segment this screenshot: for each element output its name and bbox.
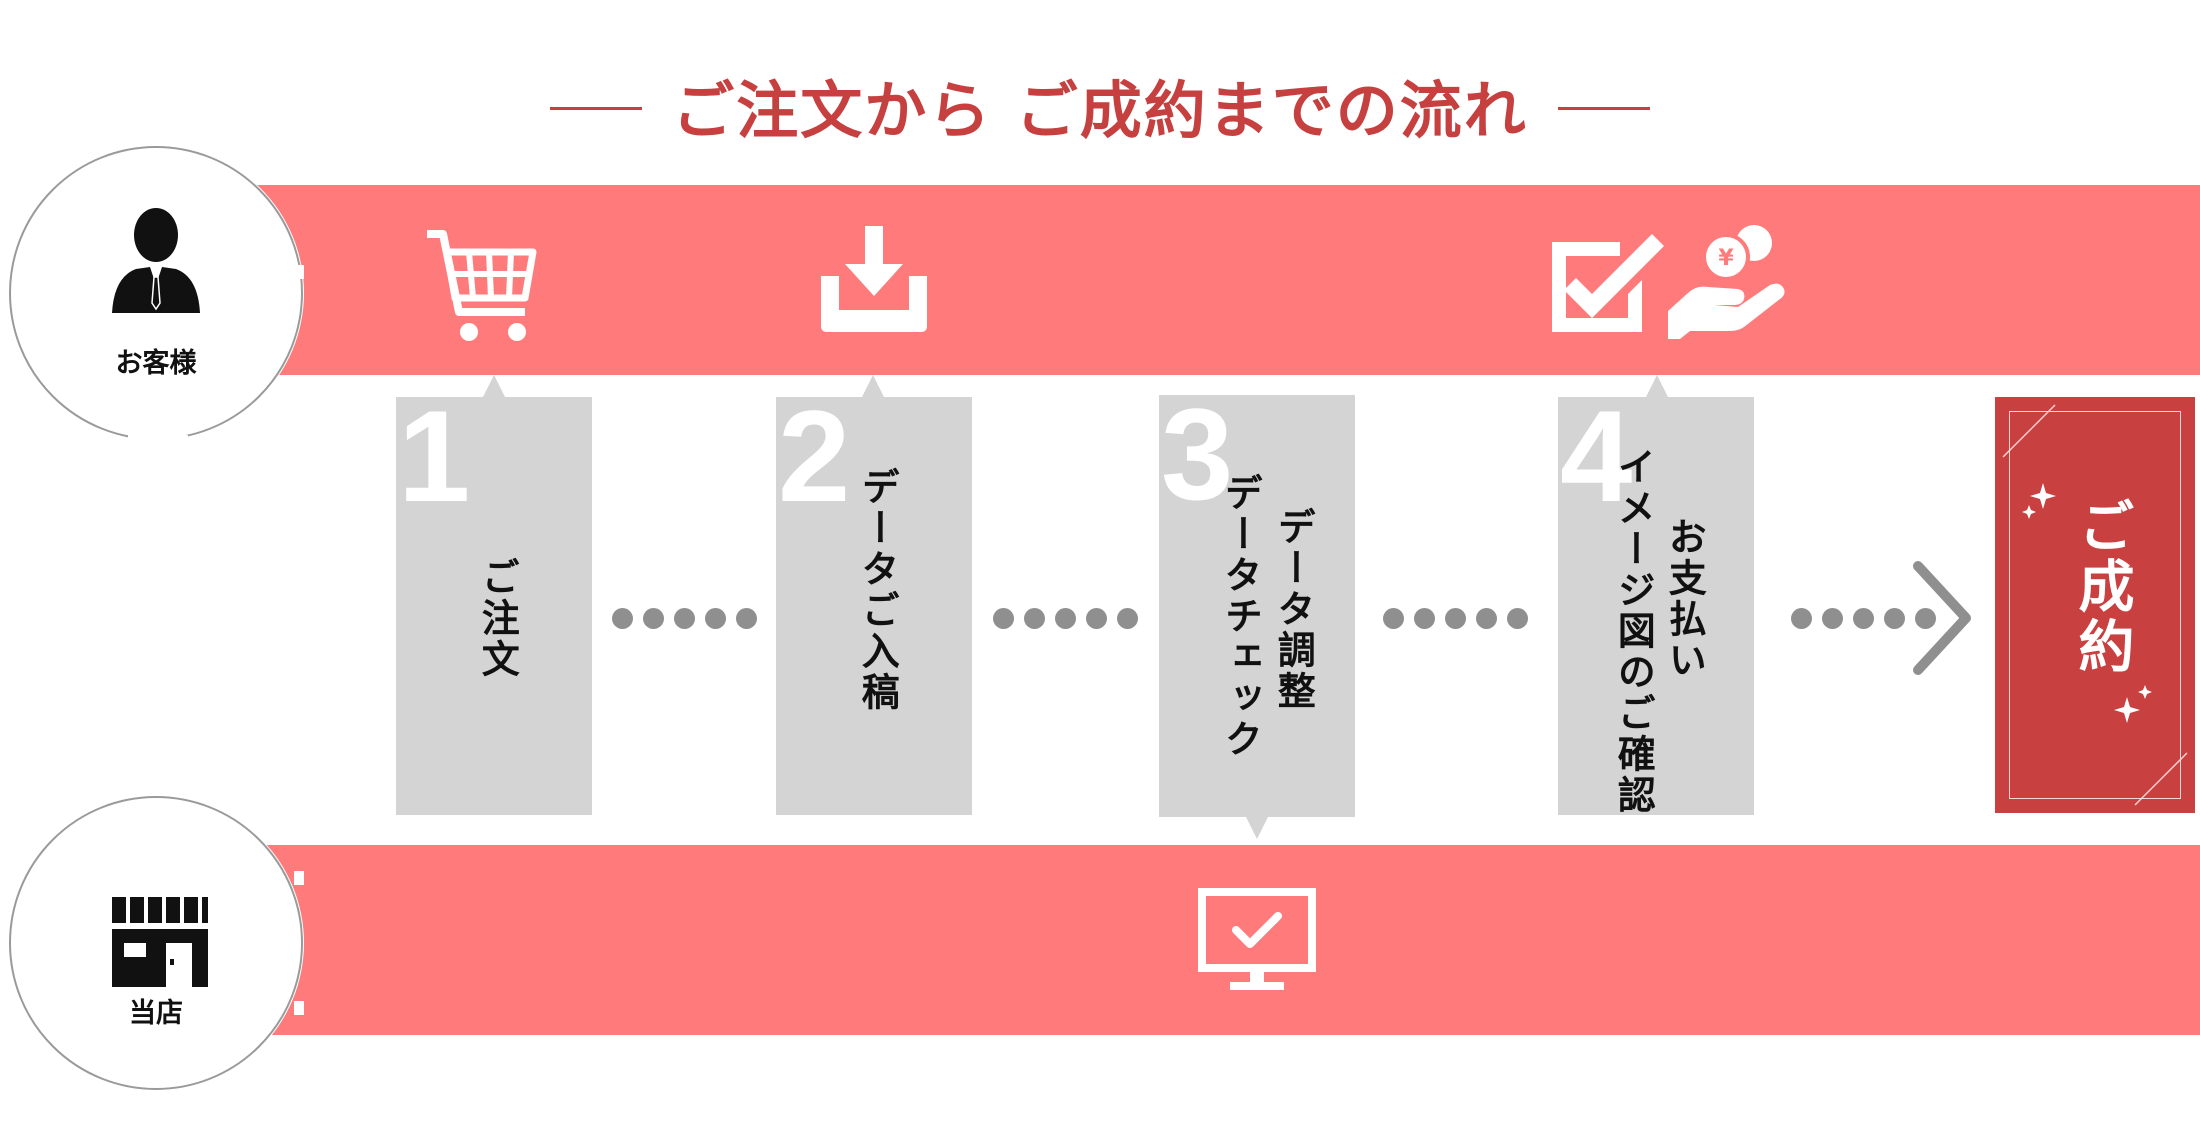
- chevron-right-icon: [1913, 561, 1971, 675]
- customer-label: お客様: [115, 348, 197, 379]
- store-label: 当店: [129, 998, 183, 1029]
- step-3-line-1: データ調整: [1271, 507, 1316, 712]
- coin-yen-symbol: ¥: [1718, 246, 1734, 271]
- step-1-pointer: [483, 375, 505, 397]
- checkbox-icon: [1552, 234, 1664, 332]
- connector-dots-4: [1791, 608, 1936, 630]
- connector-dots-2: [993, 608, 1138, 630]
- final-decoration: [2002, 404, 2188, 806]
- step-2-number: 2: [778, 383, 851, 529]
- step-card-3: 3 データ調整 データチェック: [1159, 389, 1355, 839]
- step-1-label: ご注文: [475, 557, 520, 680]
- businessman-icon: [112, 208, 200, 313]
- connector-dots-3: [1383, 608, 1528, 630]
- hand-coin-yen-icon: ¥: [1668, 225, 1785, 339]
- sparkle-icon: [2114, 697, 2140, 723]
- step-3-line-2: データチェック: [1218, 473, 1263, 760]
- sparkle-icon: [2030, 483, 2056, 509]
- monitor-check-icon: [1198, 888, 1316, 990]
- page-title: ご注文から ご成約までの流れ: [0, 60, 2200, 150]
- step-2-label: データご入稿: [855, 467, 900, 713]
- final-contract-box: ご成約: [1995, 397, 2195, 813]
- sparkle-icon: [2022, 505, 2036, 519]
- step-3-number: 3: [1161, 381, 1234, 527]
- step-2-pointer: [862, 375, 884, 397]
- step-card-2: 2 データご入稿: [776, 375, 972, 815]
- sparkle-icon: [2138, 685, 2152, 699]
- step-1-number: 1: [398, 383, 471, 529]
- final-label: ご成約: [2069, 497, 2134, 677]
- step-4-pointer: [1646, 375, 1668, 397]
- step-3-pointer: [1246, 817, 1268, 839]
- final-frame: [2009, 411, 2181, 799]
- step-card-4: 4 お支払い イメージ図のご確認: [1558, 375, 1754, 816]
- download-tray-icon: [821, 226, 927, 332]
- customer-circle: お客様: [8, 145, 304, 441]
- step-4-line-1: お支払い: [1662, 517, 1707, 681]
- step-card-1: 1 ご注文: [396, 375, 592, 815]
- title-dash-left: [550, 107, 643, 111]
- step-4-line-2: イメージ図のご確認: [1611, 447, 1656, 816]
- title-dash-right: [1557, 107, 1650, 111]
- store-ring: [9, 796, 304, 1090]
- store-band: [250, 845, 2200, 1035]
- connector-dots-1: [612, 608, 757, 630]
- title-text: ご注文から ご成約までの流れ: [672, 74, 1528, 147]
- step-4-number: 4: [1560, 383, 1633, 529]
- store-circle: 当店: [8, 795, 304, 1091]
- customer-ring: [9, 146, 304, 441]
- storefront-icon: [112, 897, 208, 987]
- customer-band: [250, 185, 2200, 375]
- shopping-cart-icon: [427, 230, 537, 341]
